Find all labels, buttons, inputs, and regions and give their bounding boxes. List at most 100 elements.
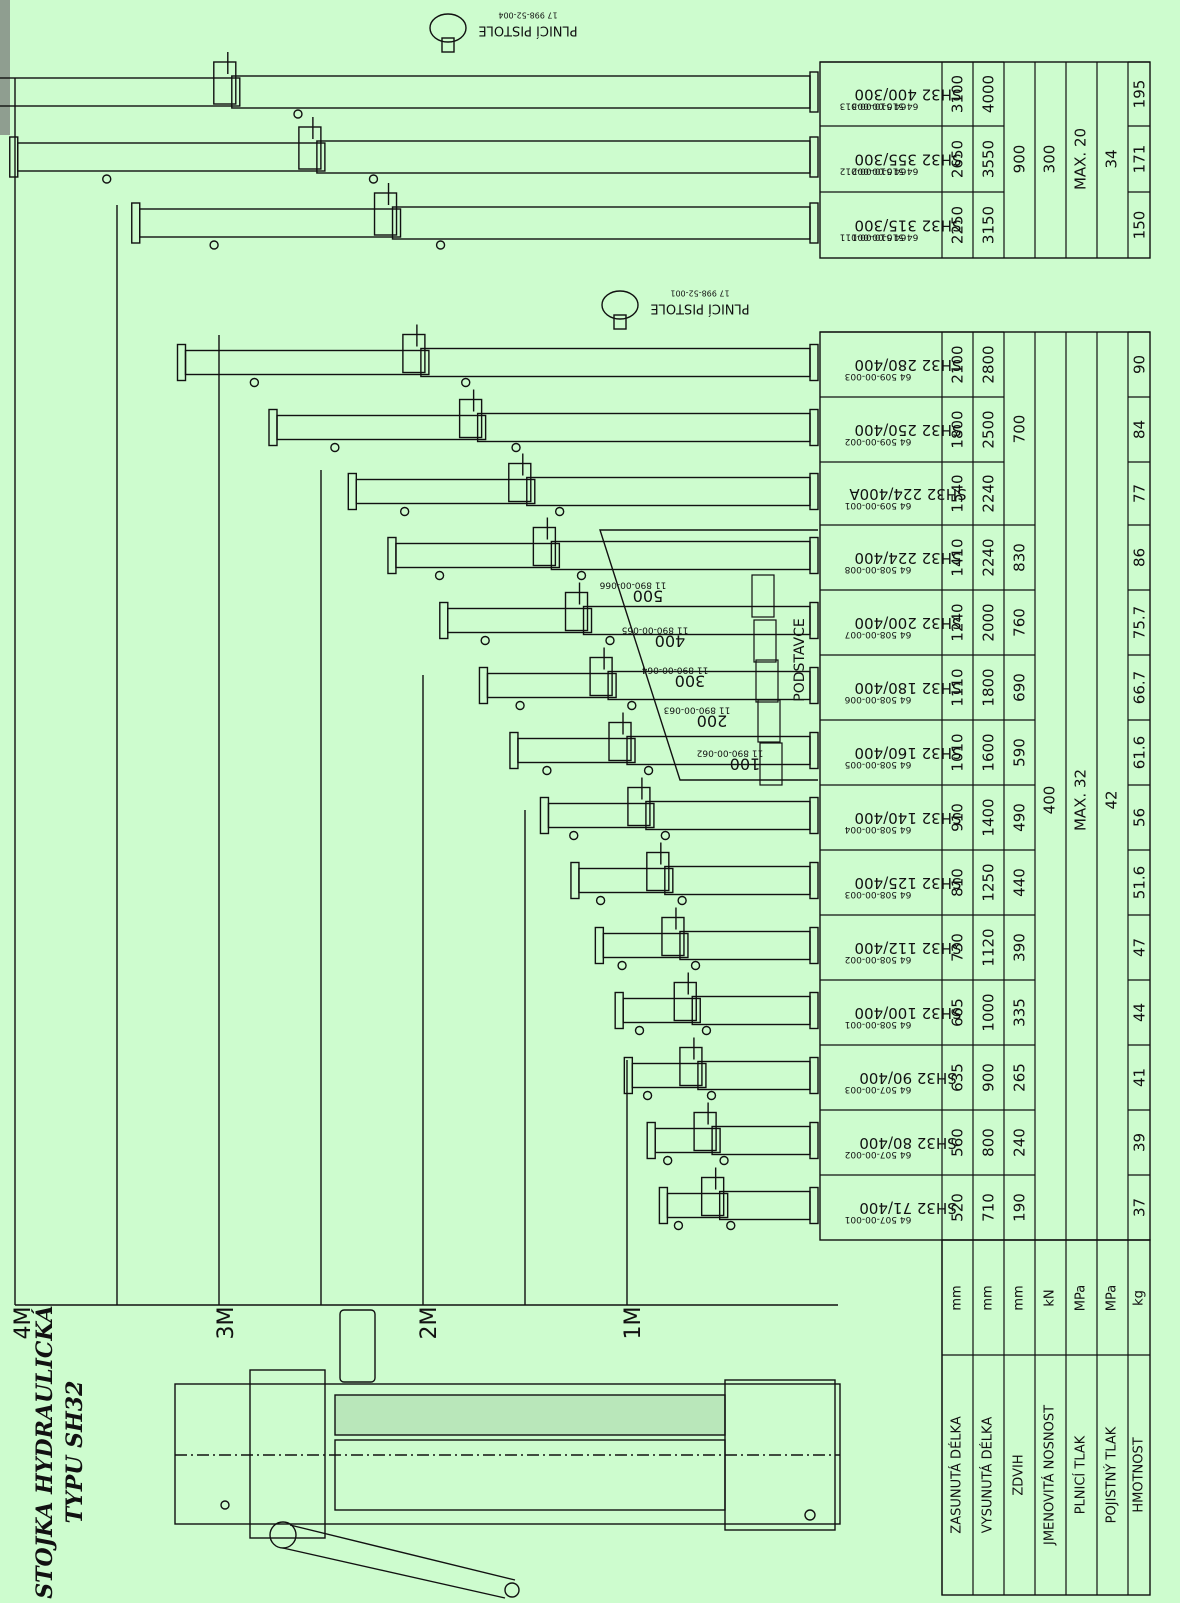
- closed-length-value: 1240: [949, 603, 967, 641]
- prop-drawing: [387, 517, 819, 581]
- prop-drawing: [439, 582, 819, 646]
- prop-pin-head: [249, 377, 260, 388]
- prop-valve-block: [402, 333, 426, 374]
- prop-pin-mid: [701, 1025, 712, 1036]
- row-unit-6: kg: [1132, 1290, 1147, 1306]
- extended-length-value: 1600: [980, 733, 998, 771]
- prop-pin-head: [595, 895, 606, 906]
- safety-pressure-42: 42: [1103, 790, 1121, 809]
- mass-value: 195: [1131, 80, 1149, 109]
- prop-valve-block: [458, 398, 483, 439]
- base-size: 100: [730, 755, 761, 774]
- prop-name: SH32 224/400A: [849, 485, 967, 503]
- prop-name: SH32 280/400: [855, 356, 962, 374]
- prop-foot-plate: [809, 991, 819, 1030]
- prop-code: 64 510-00-003: [852, 101, 919, 111]
- prop-name: SH32 100/400: [855, 1004, 962, 1022]
- prop-name: SH32 250/400: [855, 421, 962, 439]
- gun-nozzle: [613, 314, 627, 330]
- title-line-1: STOJKA HYDRAULICKÁ: [31, 1305, 58, 1598]
- prop-code: 64 510-00-002: [852, 166, 919, 176]
- closed-length-value: 730: [949, 933, 967, 962]
- closed-length-value: 2100: [949, 345, 967, 383]
- prop-foot-plate: [809, 136, 819, 178]
- extended-length-value: 2240: [980, 474, 998, 512]
- prop-valve-block: [213, 61, 237, 105]
- prop-name: SH32 200/400: [855, 614, 962, 632]
- closed-length-value: 3100: [949, 75, 967, 113]
- mass-value: 37: [1131, 1198, 1149, 1217]
- extended-length-value: 1000: [980, 993, 998, 1031]
- gun-code: 17 998-52-001: [670, 289, 729, 298]
- closed-length-value: 2650: [949, 140, 967, 178]
- prop-head-plate: [570, 861, 580, 900]
- prop-head-plate: [176, 343, 187, 382]
- title-line-2: TYPU SH32: [62, 1381, 88, 1524]
- height-scale: [14, 78, 838, 1306]
- prop-name: SH32 125/400: [855, 874, 962, 892]
- fill-pressure-32: MAX. 32: [1072, 769, 1090, 831]
- prop-name: SH32 160/400: [855, 744, 962, 762]
- extended-length-value: 1800: [980, 668, 998, 706]
- prop-pin-mid: [726, 1220, 736, 1231]
- prop-valve-block: [373, 192, 398, 236]
- prop-code: 64 510-00-001: [852, 232, 919, 242]
- row-label-6: HMOTNOST: [1132, 1437, 1147, 1512]
- prop-foot-plate: [809, 861, 819, 900]
- prop-pin-mid: [368, 174, 379, 184]
- prop-valve-block: [589, 656, 613, 697]
- prop-foot-plate: [809, 71, 819, 113]
- prop-valve-block: [564, 591, 589, 632]
- prop-head-plate: [131, 202, 141, 244]
- stroke-value: 265: [1011, 1063, 1029, 1092]
- extended-length-value: 3150: [980, 206, 998, 244]
- scale-label-4m: 4M: [11, 1307, 36, 1340]
- prop-drawing: [9, 117, 819, 184]
- mass-value: 84: [1131, 420, 1149, 439]
- prop-pin-mid: [627, 700, 637, 711]
- closed-length-value: 1010: [949, 733, 967, 771]
- prop-drawing: [131, 183, 819, 250]
- prop-pin-head: [634, 1025, 645, 1036]
- mass-value: 75.7: [1131, 606, 1149, 639]
- extended-length-value: 2000: [980, 603, 998, 641]
- base-size: 500: [633, 587, 664, 606]
- prop-valve-block: [661, 916, 685, 957]
- row-unit-4: MPa: [1074, 1285, 1089, 1311]
- gun-code: 17 998-52-004: [498, 11, 557, 20]
- prop-code: 64 508-00-008: [844, 564, 911, 574]
- prop-name: SH32 180/400: [855, 679, 962, 697]
- closed-length-value: 1800: [949, 410, 967, 448]
- section-outline: [174, 1383, 841, 1525]
- row-label-4: PLNICÍ TLAK: [1073, 1435, 1089, 1514]
- stroke-value: 760: [1011, 608, 1029, 637]
- mass-value: 51.6: [1131, 866, 1149, 899]
- prop-section-drawing: [174, 1309, 841, 1599]
- mass-value: 61.6: [1131, 736, 1149, 769]
- extended-length-value: 1400: [980, 798, 998, 836]
- prop-pin-mid: [677, 895, 687, 906]
- prop-drawing: [268, 389, 819, 453]
- closed-length-value: 1410: [949, 538, 967, 576]
- base-code: 11 890-00-062: [697, 748, 764, 758]
- row-label-3: JMENOVITÁ NOSNOST: [1042, 1405, 1058, 1546]
- prop-foot-plate: [809, 731, 819, 770]
- mass-value: 56: [1131, 808, 1149, 827]
- mass-value: 86: [1131, 548, 1149, 567]
- scale-label-2m: 2M: [417, 1307, 442, 1340]
- prop-pin-mid: [293, 109, 303, 119]
- extended-length-value: 1120: [980, 928, 998, 966]
- mass-value: 171: [1131, 145, 1149, 174]
- prop-pin-mid: [435, 240, 446, 250]
- section-lever-top: [289, 1524, 516, 1581]
- prop-valve-block: [673, 981, 697, 1022]
- base-size: 300: [675, 672, 706, 691]
- prop-name: SH32 140/400: [855, 809, 962, 827]
- prop-drawings: [0, 52, 819, 1231]
- prop-drawing: [509, 712, 819, 776]
- prop-pin-head: [662, 1155, 673, 1166]
- prop-drawing: [539, 777, 819, 841]
- section-foot-hole: [804, 1509, 816, 1521]
